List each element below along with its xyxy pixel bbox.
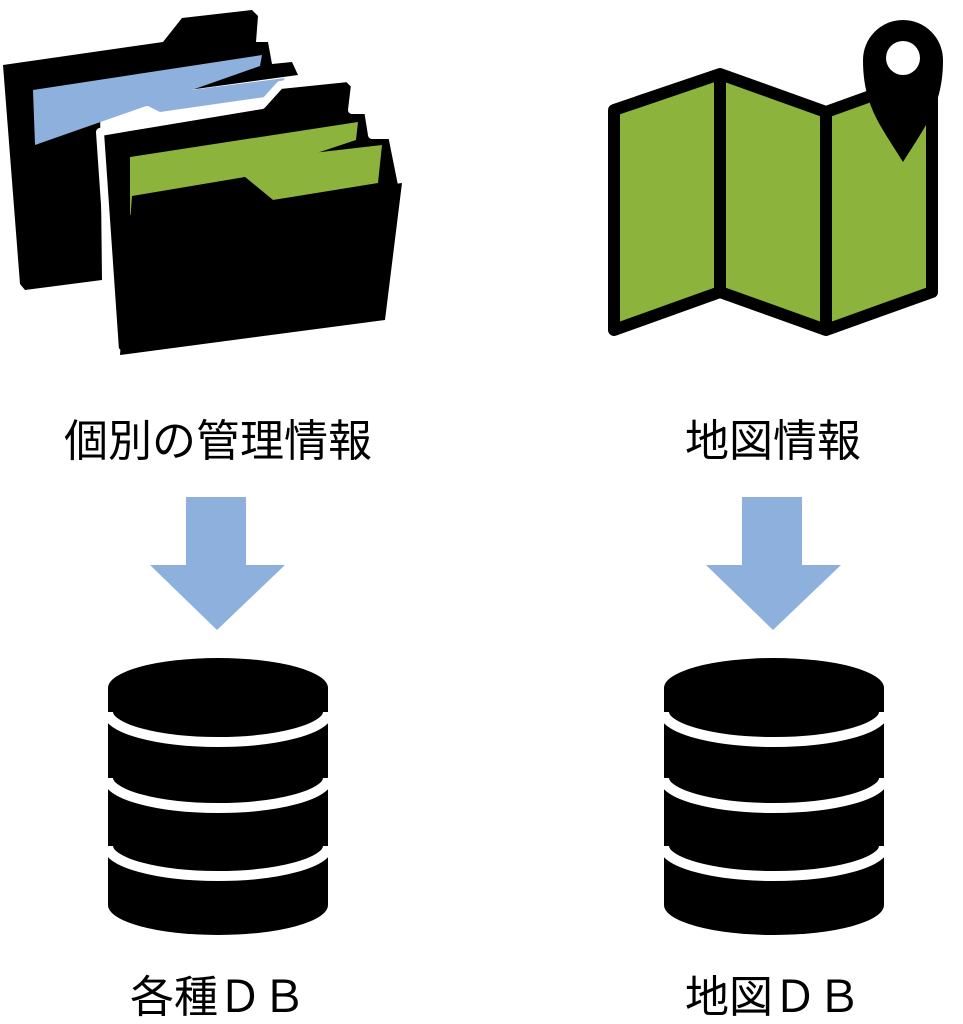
left-db-label: 各種ＤＢ (130, 972, 306, 1023)
map-pin-icon (608, 20, 943, 336)
folders-icon (3, 10, 406, 359)
right-source-label: 地図情報 (685, 416, 861, 467)
left-arrow-down-icon (150, 497, 285, 630)
left-database-icon (103, 658, 333, 935)
right-database-icon (659, 658, 889, 935)
right-db-label: 地図ＤＢ (685, 972, 861, 1023)
left-source-label: 個別の管理情報 (64, 416, 372, 467)
right-arrow-down-icon (706, 497, 841, 630)
